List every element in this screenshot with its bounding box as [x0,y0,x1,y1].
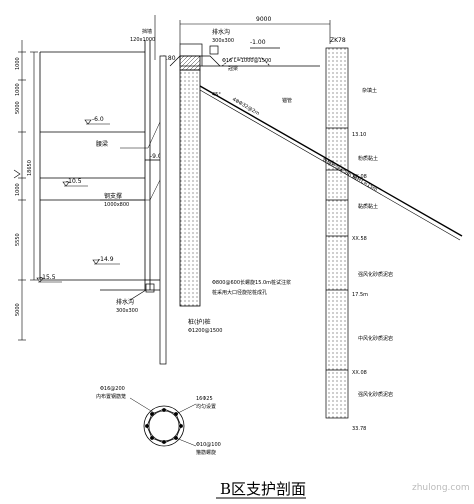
elevation-marks-left [36,119,120,283]
pile-dim: Φ1200@1500 [188,328,222,334]
top-dimension [154,15,331,60]
drawing-title: B区支护剖面 [220,480,306,498]
layer-rock3: 强风化砂质泥岩 [358,391,393,398]
strut-mid-label: 钢支撑 [104,192,122,200]
dim-18650: 18650 [27,160,33,176]
layer-fill: 杂填土 [362,87,377,94]
drain-top-label: 排水沟 [212,28,230,36]
wall-top-detail [169,43,320,67]
cap-beam-label: 冠梁 [228,65,238,72]
borehole-id: ZK78 [330,37,346,44]
pile-label: 桩(护)桩 [188,318,211,326]
drain-bottom-dim: 300x300 [116,308,138,314]
leader-lines [100,121,166,201]
section-bar: 16Φ25 [196,396,213,402]
layer-depth-3: XX.58 [352,236,367,242]
section-spiral: Φ10@100 [196,442,221,448]
anchor-slope-label: 锚管 [282,97,292,104]
section-spiral-note: 箍筋螺旋 [196,449,216,456]
dim-1000b: 1000 [15,83,21,96]
note-1: Φ800@600长螺旋15.0m桩试注浆 [212,279,291,286]
dim-5000b: 5000 [15,303,21,316]
layer-depth-2: XX.08 [352,174,367,180]
elev-l1: -6.0 [92,116,104,123]
layer-rock1: 强风化砂质泥岩 [358,271,393,278]
layer-silt: 粉质黏土 [358,155,378,162]
top-dimension-value: 9000 [256,16,271,23]
section-rebar: Φ16@200 [100,386,125,392]
elev-l5: -15.5 [40,274,56,281]
elev-top: -1.00 [250,39,266,46]
layer-depth-6: 33.78 [352,426,366,432]
elev-l3: -10.5 [66,178,82,185]
drain-bottom-label: 排水沟 [116,298,134,306]
dim-1000c: 1000 [15,183,21,196]
layer-depth-1: 13.10 [352,132,366,138]
left-dimension-chain [13,40,38,341]
beam-mid-label: 腰梁 [96,140,108,148]
borehole-column [325,47,349,419]
pile-cross-section [129,397,197,447]
parapet-label: 挡墙 [142,28,152,35]
building-grid [39,40,160,291]
elev-ground: -0.80 [160,55,176,62]
layer-clay: 黏质黏土 [358,203,378,210]
watermark: zhulong.com [412,483,470,493]
elev-l2: -9.00 [150,153,166,160]
bottom-drain [129,283,155,301]
parapet-dim: 120x1000 [130,37,155,43]
dim-5550: 5550 [15,233,21,246]
strut-dim-label: 1000x800 [104,202,129,208]
elev-l4: -14.9 [98,256,114,263]
anchor-top-label: Φ16 L=1000@1500 [222,58,271,64]
dim-5000: 5000 [15,101,21,114]
layer-rock2: 中风化砂质泥岩 [358,335,393,342]
section-bar-note: 均匀设置 [196,403,216,410]
section-rebar-note: 内布置钢筋笼 [96,393,126,400]
note-2: 桩采用大口径旋挖桩成孔 [212,289,267,296]
layer-depth-4: 17.5m [352,292,368,298]
pile-wall [159,55,201,365]
dim-1000a: 1000 [15,57,21,70]
drain-top-dim: 300x300 [212,38,234,44]
layer-depth-5: XX.08 [352,370,367,376]
